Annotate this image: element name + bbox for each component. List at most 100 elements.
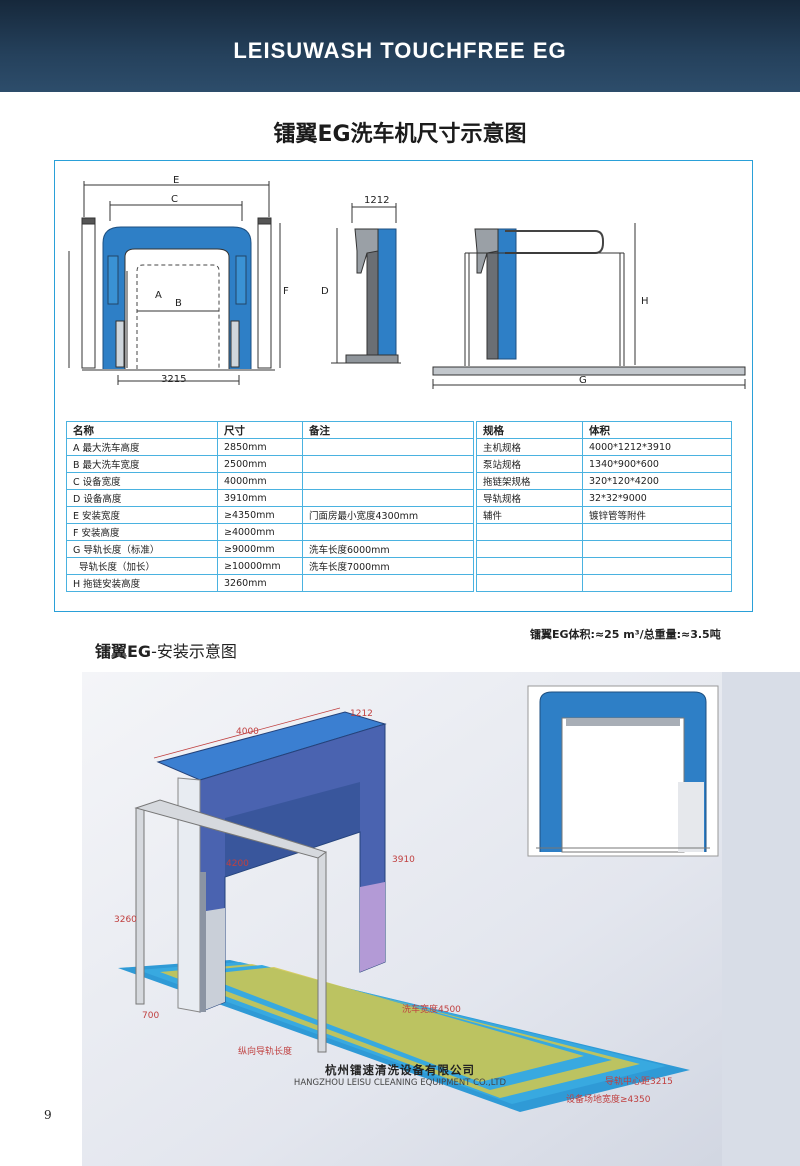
- table-row: D 设备高度 3910mm 导轨规格 32*32*9000: [66, 489, 732, 507]
- row-volume: 4000*1212*3910: [582, 438, 732, 456]
- row-spec: 辅件: [476, 506, 583, 524]
- col-header-name: 名称: [66, 421, 218, 439]
- table-row: E 安装宽度 ≥4350mm 门面房最小宽度4300mm 辅件 镀锌管等附件: [66, 506, 732, 524]
- row-size: ≥9000mm: [217, 540, 303, 558]
- table-row: F 安装高度 ≥4000mm: [66, 523, 732, 541]
- row-name: H 拖链安装高度: [66, 574, 218, 592]
- row-name: E 安装宽度: [66, 506, 218, 524]
- row-name: G 导轨长度（标准）: [66, 540, 218, 558]
- col-header-spec: 规格: [476, 421, 583, 439]
- installation-illustration: 4000 1212 3910 4200 3260 700 导轨中心距3215 设…: [82, 672, 800, 1166]
- table-row: B 最大洗车宽度 2500mm 泵站规格 1340*900*600: [66, 455, 732, 473]
- company-name-cn: 杭州镭速清洗设备有限公司: [325, 1063, 475, 1077]
- dim-rail-center: 导轨中心距3215: [605, 1075, 673, 1087]
- row-name: 导轨长度（加长）: [66, 557, 218, 575]
- label-1212: 1212: [364, 195, 389, 206]
- label-e: E: [173, 175, 179, 186]
- table-row: A 最大洗车高度 2850mm 主机规格 4000*1212*3910: [66, 438, 732, 456]
- row-size: ≥4000mm: [217, 523, 303, 541]
- row-volume: 镀锌管等附件: [582, 506, 732, 524]
- document-title: 镭翼EG洗车机尺寸示意图: [273, 122, 527, 147]
- row-spec: [476, 574, 583, 592]
- dimension-drawings: E C A B F D H G 3215 1212: [68, 175, 746, 389]
- label-g: G: [579, 375, 587, 386]
- dim-1212: 1212: [350, 709, 373, 719]
- row-spec: 导轨规格: [476, 489, 583, 507]
- col-header-note: 备注: [302, 421, 474, 439]
- row-size: 2500mm: [217, 455, 303, 473]
- col-header-size: 尺寸: [217, 421, 303, 439]
- row-volume: [582, 557, 732, 575]
- label-a: A: [155, 290, 162, 301]
- spec-table: 名称 尺寸 备注 规格 体积 A 最大洗车高度 2850mm 主机规格 4000…: [66, 421, 732, 592]
- row-spec: 主机规格: [476, 438, 583, 456]
- side-view-drawing: [331, 203, 401, 364]
- row-note: [302, 489, 474, 507]
- row-size: 3260mm: [217, 574, 303, 592]
- col-header-volume: 体积: [582, 421, 732, 439]
- row-volume: 1340*900*600: [582, 455, 732, 473]
- wash-machine-3d: [156, 711, 387, 1013]
- header-title: LEISUWASH TOUCHFREE EG: [233, 38, 567, 63]
- label-h: H: [641, 296, 649, 307]
- rail-frame-3d: [134, 799, 328, 1053]
- table-row: C 设备宽度 4000mm 拖链架规格 320*120*4200: [66, 472, 732, 490]
- company-name-en: HANGZHOU LEISU CLEANING EQUIPMENT CO.,LT…: [293, 1078, 507, 1088]
- dim-4200: 4200: [226, 859, 249, 869]
- dim-rail-length: 纵向导轨长度: [238, 1045, 292, 1057]
- volume-weight-summary: 镭翼EG体积:≈25 m³/总重量:≈3.5吨: [530, 628, 721, 641]
- dim-3910: 3910: [392, 855, 415, 865]
- label-b: B: [175, 298, 182, 309]
- row-name: C 设备宽度: [66, 472, 218, 490]
- install-diagram-title: 镭翼EG-安装示意图: [95, 638, 237, 662]
- row-name: F 安装高度: [66, 523, 218, 541]
- row-note: [302, 455, 474, 473]
- table-row: G 导轨长度（标准） ≥9000mm 洗车长度6000mm: [66, 540, 732, 558]
- row-volume: [582, 574, 732, 592]
- dim-4000: 4000: [236, 727, 259, 737]
- row-note: [302, 574, 474, 592]
- row-spec: [476, 523, 583, 541]
- label-f: F: [283, 286, 289, 297]
- row-size: ≥10000mm: [217, 557, 303, 575]
- dim-3260: 3260: [114, 915, 137, 925]
- row-volume: 320*120*4200: [582, 472, 732, 490]
- dim-wash-width: 洗车宽度4500: [402, 1003, 461, 1015]
- front-view-drawing: [68, 181, 281, 385]
- row-name: B 最大洗车宽度: [66, 455, 218, 473]
- row-note: 洗车长度7000mm: [302, 557, 474, 575]
- rail-view-drawing: [432, 223, 746, 389]
- install-title-rest: -安装示意图: [151, 642, 237, 661]
- row-size: 4000mm: [217, 472, 303, 490]
- install-title-bold: 镭翼EG: [95, 642, 152, 661]
- row-volume: [582, 540, 732, 558]
- row-volume: [582, 523, 732, 541]
- row-note: [302, 472, 474, 490]
- row-name: D 设备高度: [66, 489, 218, 507]
- dim-700: 700: [142, 1011, 159, 1021]
- row-note: 洗车长度6000mm: [302, 540, 474, 558]
- company-name: 杭州镭速清洗设备有限公司 HANGZHOU LEISU CLEANING EQU…: [270, 1062, 530, 1088]
- row-note: 门面房最小宽度4300mm: [302, 506, 474, 524]
- label-3215: 3215: [161, 374, 186, 385]
- row-volume: 32*32*9000: [582, 489, 732, 507]
- label-d: D: [321, 286, 329, 297]
- row-spec: 泵站规格: [476, 455, 583, 473]
- label-c: C: [171, 194, 178, 205]
- table-row: 导轨长度（加长） ≥10000mm 洗车长度7000mm: [66, 557, 732, 575]
- row-name: A 最大洗车高度: [66, 438, 218, 456]
- row-spec: [476, 557, 583, 575]
- install-dimensions: 4000 1212 3910 4200 3260 700 导轨中心距3215 设…: [114, 707, 673, 1105]
- row-spec: 拖链架规格: [476, 472, 583, 490]
- row-size: 3910mm: [217, 489, 303, 507]
- page-number: 9: [44, 1108, 52, 1122]
- row-spec: [476, 540, 583, 558]
- table-row: H 拖链安装高度 3260mm: [66, 574, 732, 592]
- header-banner: LEISUWASH TOUCHFREE EG: [0, 0, 800, 92]
- row-note: [302, 523, 474, 541]
- floor-grid: [118, 960, 690, 1112]
- row-size: 2850mm: [217, 438, 303, 456]
- dim-site-width: 设备场地宽度≥4350: [566, 1093, 651, 1105]
- inset-front-view: [527, 685, 719, 857]
- row-size: ≥4350mm: [217, 506, 303, 524]
